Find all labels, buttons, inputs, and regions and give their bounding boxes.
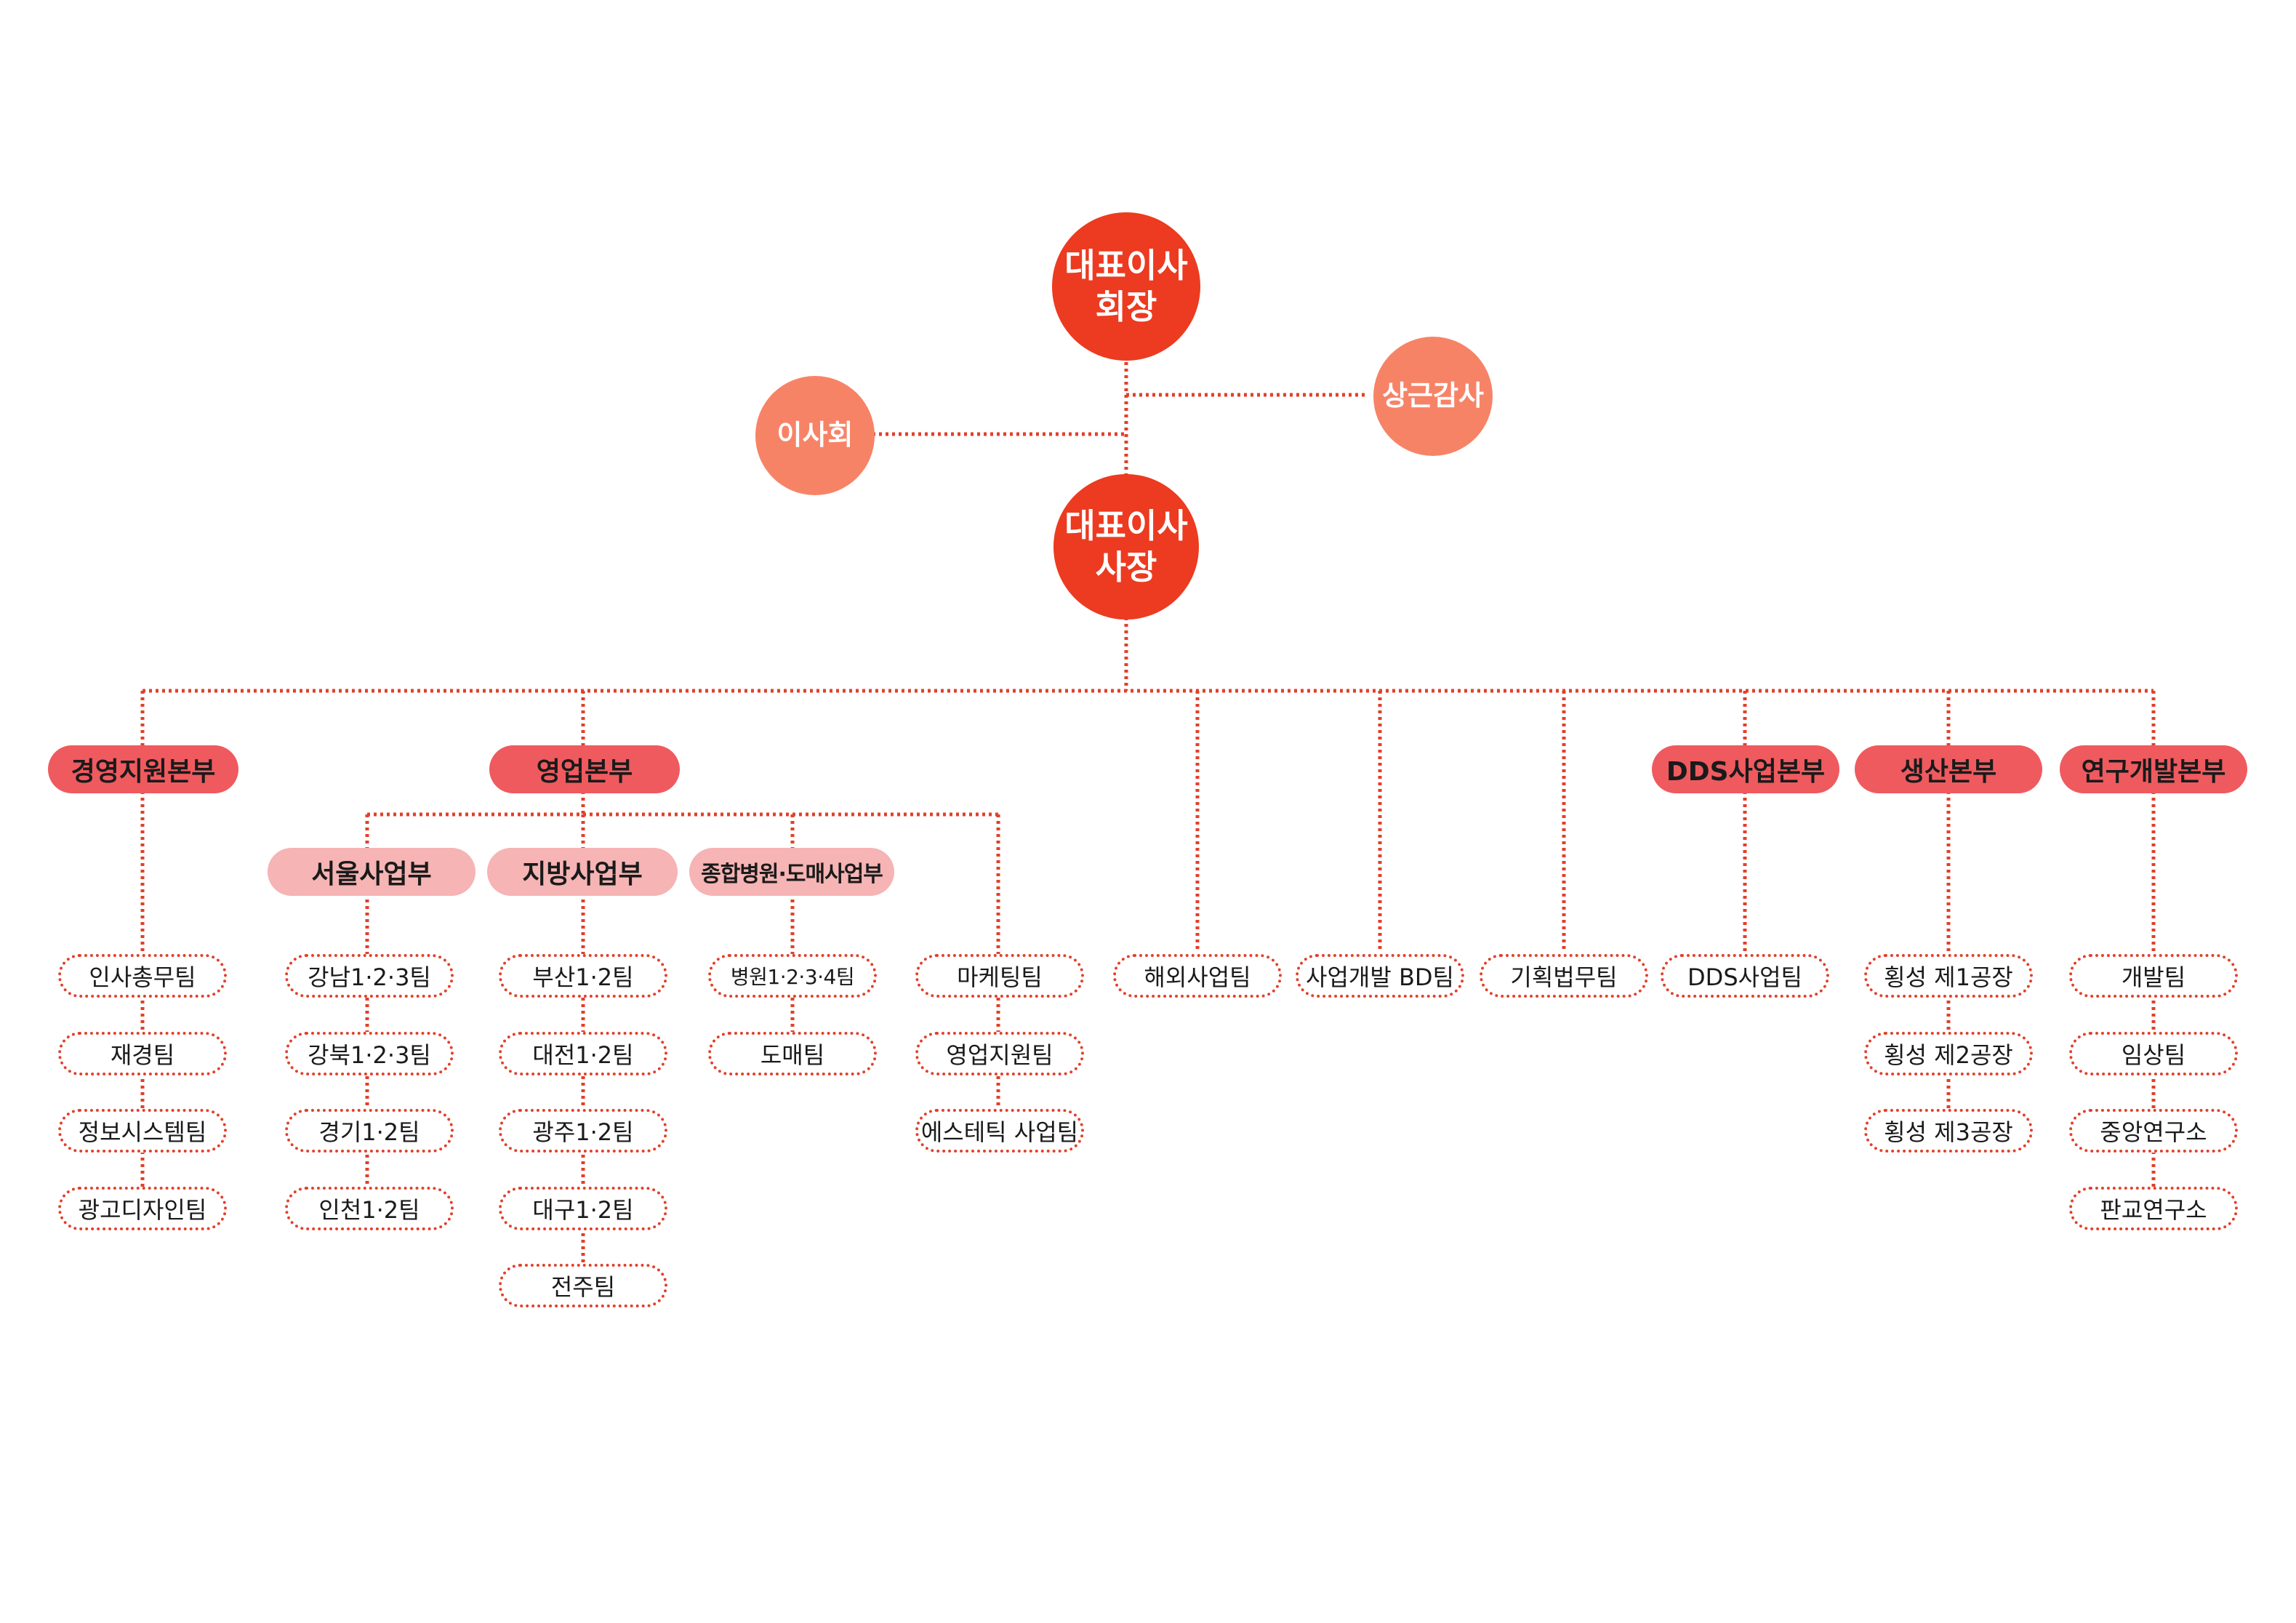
ceo-role: 사장 — [1095, 548, 1157, 587]
unit-hospital: 종합병원·도매사업부 — [689, 848, 894, 896]
team-gwangju: 광주1·2팀 — [499, 1109, 667, 1153]
unit-seoul: 서울사업부 — [268, 848, 475, 896]
team-gyeonggi: 경기1·2팀 — [285, 1109, 454, 1153]
ceo-title: 대표이사 — [1064, 505, 1188, 545]
team-marketing: 마케팅팀 — [915, 954, 1084, 998]
team-gangnam: 강남1·2·3팀 — [285, 954, 454, 998]
ceo-node: 대표이사 사장 — [1053, 474, 1199, 620]
team-hr: 인사총무팀 — [58, 954, 227, 998]
board-node: 이사회 — [755, 376, 875, 495]
team-plant-1: 횡성 제1공장 — [1864, 954, 2033, 998]
team-dds: DDS사업팀 — [1661, 954, 1829, 998]
team-aesthetic: 에스테틱 사업팀 — [915, 1109, 1084, 1153]
division-production: 생산본부 — [1855, 745, 2042, 793]
team-jeonju: 전주팀 — [499, 1264, 667, 1307]
team-plant-3: 횡성 제3공장 — [1864, 1109, 2033, 1153]
team-incheon: 인천1·2팀 — [285, 1187, 454, 1230]
team-pangyo-lab: 판교연구소 — [2069, 1187, 2238, 1230]
team-clinical: 임상팀 — [2069, 1032, 2238, 1075]
chairman-title: 대표이사 — [1064, 245, 1188, 285]
division-dds: DDS사업본부 — [1652, 745, 1839, 793]
team-ad-design: 광고디자인팀 — [58, 1187, 227, 1230]
team-sales-support: 영업지원팀 — [915, 1032, 1084, 1075]
division-management: 경영지원본부 — [48, 745, 238, 793]
chairman-node: 대표이사 회장 — [1052, 212, 1200, 361]
division-sales: 영업본부 — [489, 745, 680, 793]
team-finance: 재경팀 — [58, 1032, 227, 1075]
auditor-label: 상근감사 — [1382, 380, 1484, 412]
team-daejeon: 대전1·2팀 — [499, 1032, 667, 1075]
team-info-system: 정보시스템팀 — [58, 1109, 227, 1153]
auditor-node: 상근감사 — [1373, 337, 1493, 456]
board-label: 이사회 — [776, 419, 854, 452]
team-planning-legal: 기획법무팀 — [1480, 954, 1648, 998]
division-rnd: 연구개발본부 — [2060, 745, 2247, 793]
chairman-role: 회장 — [1095, 287, 1157, 326]
team-development: 개발팀 — [2069, 954, 2238, 998]
team-wholesale: 도매팀 — [708, 1032, 877, 1075]
team-hospital: 병원1·2·3·4팀 — [708, 954, 877, 998]
team-overseas: 해외사업팀 — [1113, 954, 1282, 998]
team-gangbuk: 강북1·2·3팀 — [285, 1032, 454, 1075]
team-bd: 사업개발 BD팀 — [1296, 954, 1464, 998]
team-daegu: 대구1·2팀 — [499, 1187, 667, 1230]
unit-regional: 지방사업부 — [487, 848, 678, 896]
team-plant-2: 횡성 제2공장 — [1864, 1032, 2033, 1075]
team-busan: 부산1·2팀 — [499, 954, 667, 998]
team-central-lab: 중앙연구소 — [2069, 1109, 2238, 1153]
